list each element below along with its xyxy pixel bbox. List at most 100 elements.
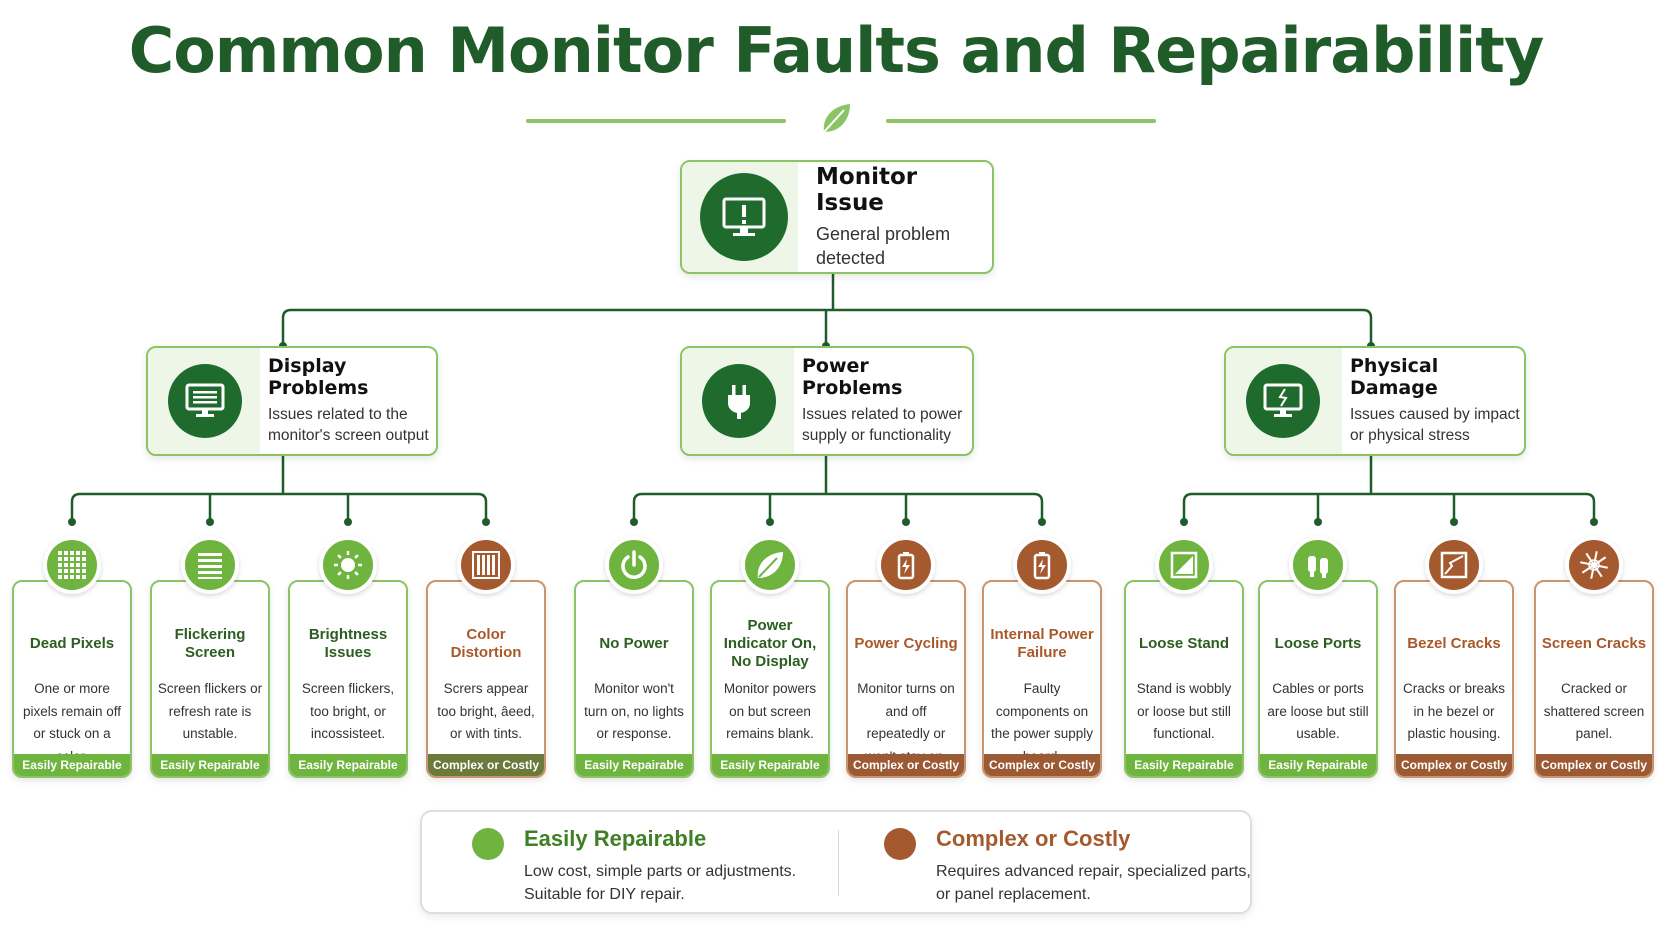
fault-title: Screen Cracks	[1541, 635, 1647, 652]
shatter-icon	[1565, 536, 1623, 594]
legend-easy-desc-line2: Suitable for DIY repair.	[524, 886, 685, 904]
power-plug-icon	[702, 364, 776, 438]
category-display-problems[interactable]: Display Problems Issues related to the m…	[146, 346, 438, 456]
legend-costly-desc-line2: or panel replacement.	[936, 886, 1091, 904]
connector-dot	[902, 518, 910, 526]
root-node[interactable]: Monitor Issue General problem detected	[680, 160, 994, 274]
fault-title: Internal Power Failure	[990, 626, 1094, 661]
root-title: Monitor Issue	[816, 163, 918, 216]
horizontal-lines-icon	[181, 536, 239, 594]
connector-dot	[344, 518, 352, 526]
title-rule-right	[886, 119, 1156, 123]
fault-title: No Power	[599, 635, 669, 652]
cracked-frame-icon	[1425, 536, 1483, 594]
battery-bolt-icon	[877, 536, 935, 594]
vertical-bars-icon	[457, 536, 515, 594]
fault-desc: Monitor powers on but screen remains bla…	[723, 681, 817, 742]
repairability-badge: Easily Repairable	[14, 754, 130, 776]
connector-dot	[1038, 518, 1046, 526]
fault-desc: Cables or ports are loose but still usab…	[1267, 681, 1369, 742]
group-bus	[632, 492, 1044, 522]
legend-divider	[838, 830, 839, 896]
green-dot-icon	[472, 828, 504, 860]
sun-icon	[319, 536, 377, 594]
legend-easy-desc: Low cost, simple parts or adjustments. S…	[524, 860, 796, 906]
repairability-badge: Complex or Costly	[1396, 754, 1512, 776]
fault-title: Power Indicator On, No Display	[723, 617, 817, 670]
legend-costly-desc-line1: Requires advanced repair, specialized pa…	[936, 863, 1251, 880]
fault-title: Brightness Issues	[308, 626, 388, 661]
repairability-badge: Easily Repairable	[152, 754, 268, 776]
category-physical-damage[interactable]: Physical Damage Issues caused by impact …	[1224, 346, 1526, 456]
connector-dot	[206, 518, 214, 526]
monitor-screen-icon	[168, 364, 242, 438]
connector-dot	[1180, 518, 1188, 526]
fault-title: Color Distortion	[450, 626, 522, 661]
fault-desc: Scrers appear too bright, âeed, or with …	[437, 681, 535, 742]
repairability-badge: Easily Repairable	[290, 754, 406, 776]
fault-desc: Cracked or shattered screen panel.	[1543, 681, 1645, 742]
category-desc: Issues related to power supply or functi…	[802, 406, 963, 444]
fault-title: Flickering Screen	[174, 626, 246, 661]
leaf-icon	[741, 536, 799, 594]
fault-title: Loose Ports	[1274, 635, 1362, 652]
root-desc: General problem detected	[816, 223, 951, 268]
brown-dot-icon	[884, 828, 916, 860]
connector-dot	[482, 518, 490, 526]
monitor-alert-icon	[700, 173, 788, 261]
category-desc: Issues related to the monitor's screen o…	[268, 406, 429, 444]
connector-dot	[1590, 518, 1598, 526]
legend-costly-desc: Requires advanced repair, specialized pa…	[936, 860, 1251, 906]
repairability-badge: Easily Repairable	[1260, 754, 1376, 776]
ports-icon	[1289, 536, 1347, 594]
fault-desc: Screen flickers or refresh rate is unsta…	[157, 681, 263, 742]
group-bus	[70, 492, 488, 522]
category-title: Physical Damage	[1350, 355, 1439, 400]
connector-dot	[1450, 518, 1458, 526]
connector-dot	[766, 518, 774, 526]
connector-dot	[1314, 518, 1322, 526]
leaf-icon	[823, 104, 850, 133]
legend-easy: Easily Repairable Low cost, simple parts…	[422, 812, 838, 912]
category-title: Display Problems	[268, 355, 369, 400]
page-title: Common Monitor Faults and Repairability	[128, 14, 1545, 87]
legend-costly-title: Complex or Costly	[936, 826, 1131, 851]
battery-bolt-icon	[1013, 536, 1071, 594]
fault-desc: Monitor won't turn on, no lights or resp…	[584, 681, 684, 742]
repairability-badge: Complex or Costly	[428, 754, 544, 776]
fault-title: Dead Pixels	[29, 635, 115, 652]
pixel-grid-icon	[43, 536, 101, 594]
fault-title: Loose Stand	[1138, 635, 1229, 652]
legend: Easily Repairable Low cost, simple parts…	[420, 810, 1252, 914]
fault-title: Power Cycling	[854, 635, 958, 652]
repairability-badge: Complex or Costly	[848, 754, 964, 776]
connector-dot	[68, 518, 76, 526]
category-desc: Issues caused by impact or physical stre…	[1350, 406, 1520, 444]
group-bus	[1182, 492, 1596, 522]
fault-desc: Stand is wobbly or loose but still funct…	[1136, 681, 1232, 742]
category-title: Power Problems	[802, 355, 903, 400]
connector-dot	[630, 518, 638, 526]
power-button-icon	[605, 536, 663, 594]
category-power-problems[interactable]: Power Problems Issues related to power s…	[680, 346, 974, 456]
fault-desc: Cracks or breaks in he bezel or plastic …	[1402, 681, 1506, 742]
repairability-badge: Easily Repairable	[576, 754, 692, 776]
legend-easy-desc-line1: Low cost, simple parts or adjustments.	[524, 863, 797, 880]
damaged-monitor-icon	[1246, 364, 1320, 438]
fault-title: Bezel Cracks	[1407, 635, 1501, 652]
repairability-badge: Easily Repairable	[1126, 754, 1242, 776]
fault-desc: Screen flickers, too bright, or incossis…	[301, 681, 395, 742]
